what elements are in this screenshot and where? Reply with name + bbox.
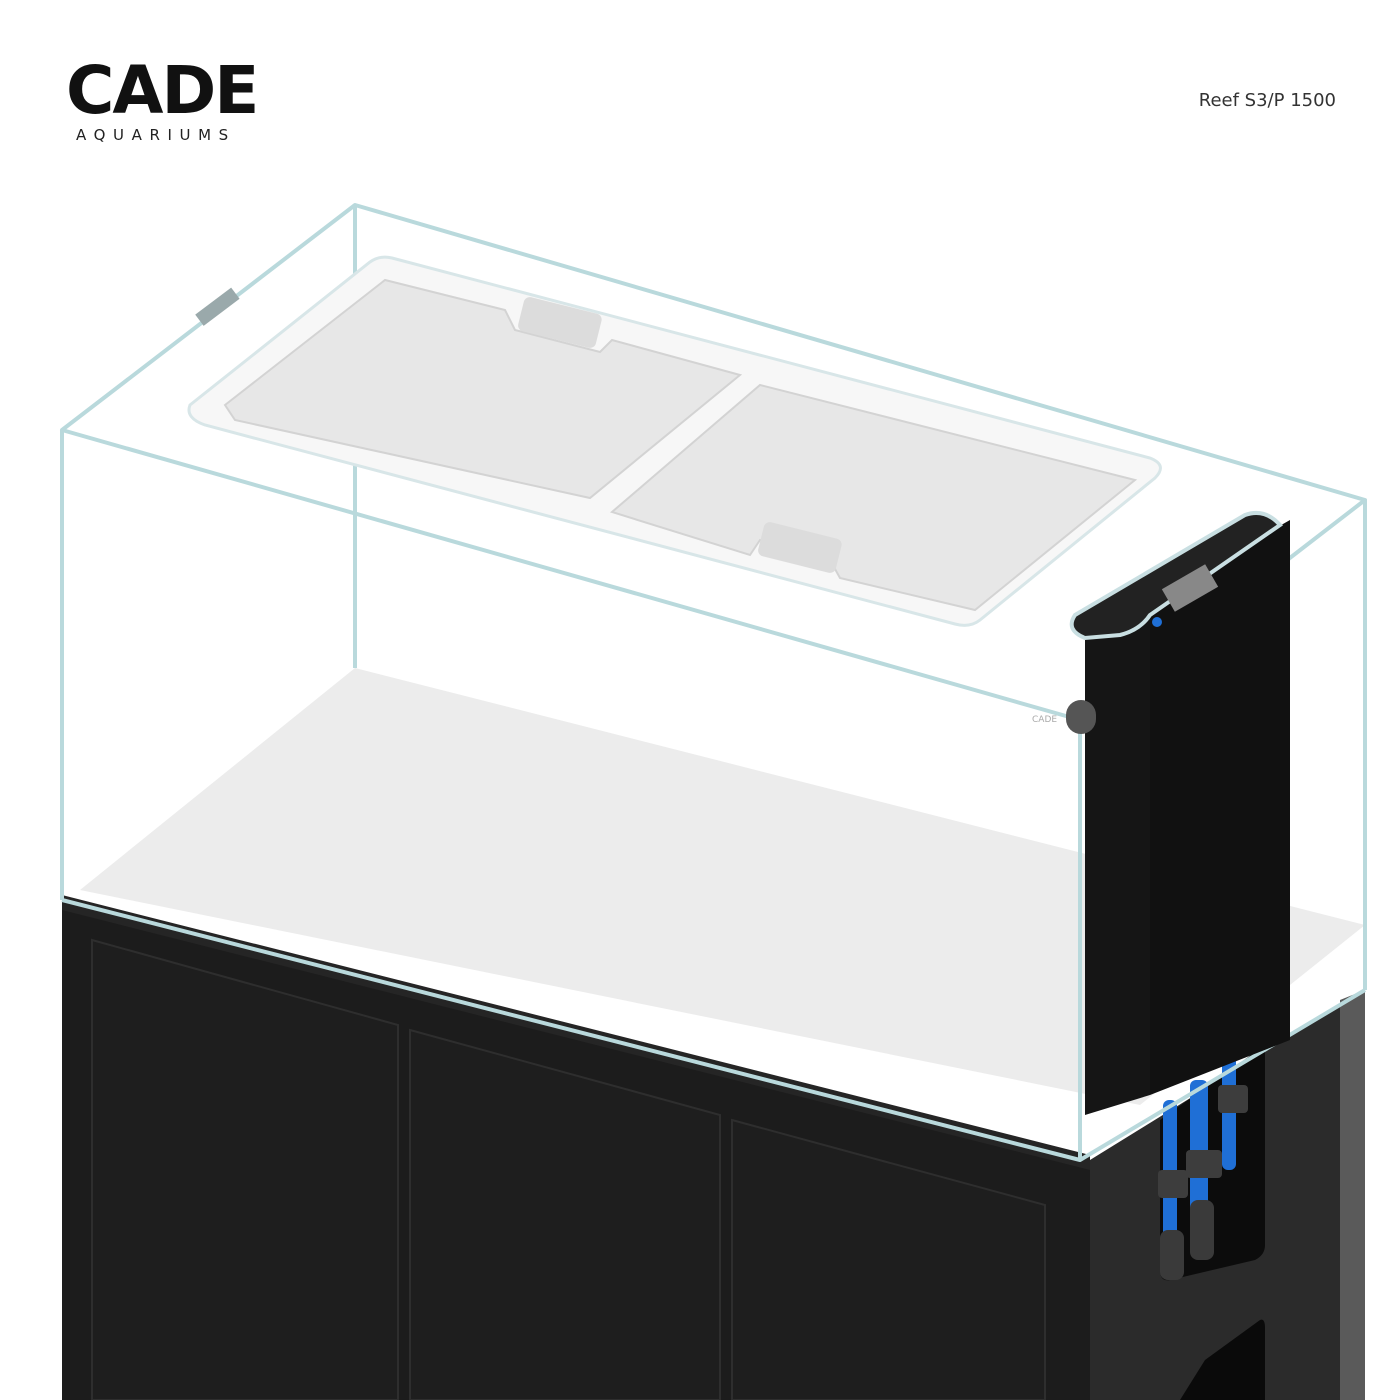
cabinet-door-right[interactable] — [731, 1118, 1046, 1400]
cabinet-door-left[interactable] — [91, 938, 399, 1400]
tank-base — [80, 668, 1365, 1105]
cabinet — [62, 895, 1365, 1400]
logo-wordmark: CADE — [66, 52, 259, 129]
overflow-box: CADE — [1032, 511, 1290, 1115]
glass-tank — [60, 203, 1367, 1162]
plumbing-cutout — [1158, 1045, 1265, 1281]
brand-logo: CADE AQUARIUMS — [66, 52, 262, 145]
glass-badge: CADE — [1032, 715, 1057, 725]
logo-subtitle: AQUARIUMS — [76, 126, 236, 144]
glass-clip — [195, 287, 240, 326]
model-label: Reef S3/P 1500 — [1198, 90, 1336, 111]
mesh-lid[interactable] — [187, 255, 1162, 627]
cabinet-door-middle[interactable] — [409, 1028, 721, 1400]
